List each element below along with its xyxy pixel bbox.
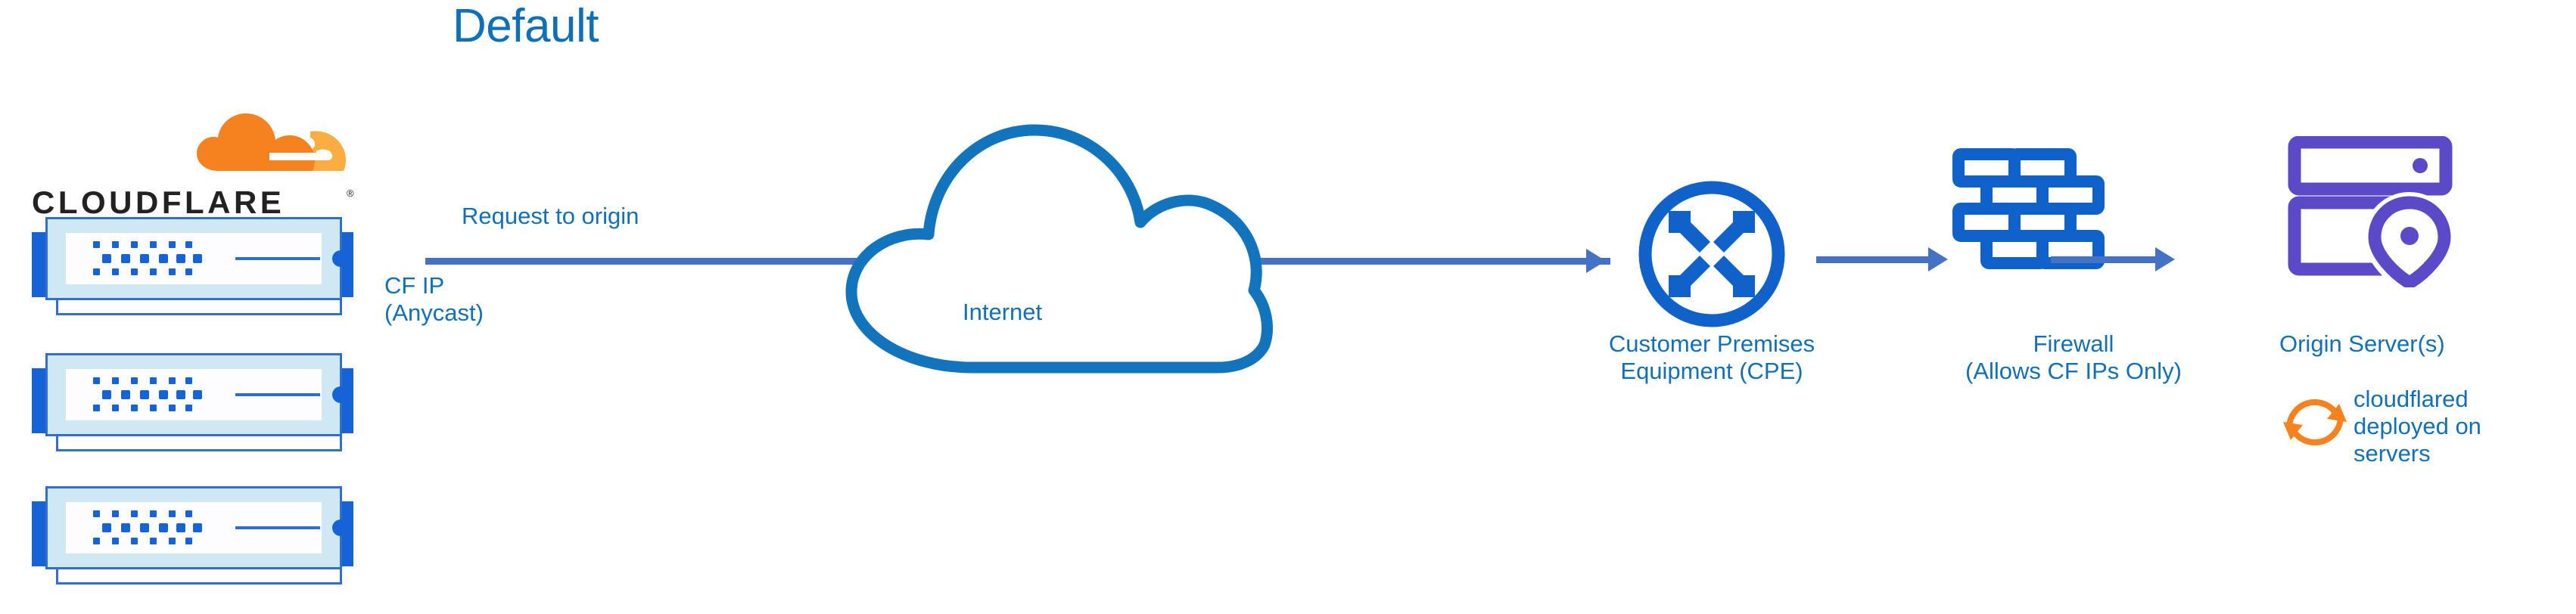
rack-body (45, 486, 349, 569)
rack-ear-left (32, 368, 48, 433)
page-title: Default (453, 0, 599, 52)
rack-status-line (235, 257, 320, 260)
cloudflare-cloud-logo-icon (197, 113, 347, 171)
rack-face (66, 233, 349, 284)
rack-face (66, 369, 349, 420)
cf-ip-anycast-label: CF IP (Anycast) (384, 272, 484, 326)
origin-server-label: Origin Server(s) (2279, 330, 2445, 357)
arrow-firewall-to-origin-line (2051, 256, 2157, 263)
router-four-arrows-icon (1638, 181, 1785, 327)
sync-arrows-icon (2283, 398, 2347, 446)
request-to-origin-label: Request to origin (462, 203, 639, 229)
cloudflared-label: cloudflared deployed on servers (2354, 386, 2481, 467)
firewall-label: Firewall (Allows CF IPs Only) (1965, 330, 2182, 384)
rack-face (66, 502, 349, 554)
rack-status-line (235, 526, 320, 529)
rack-vent-grid (93, 241, 202, 276)
arrow-cpe-to-firewall-line (1816, 256, 1930, 263)
brick-wall-icon (1952, 148, 2105, 269)
rack-body (45, 217, 349, 300)
rack-ear-left (32, 501, 48, 566)
arrow-edge-to-cpe-head (1586, 249, 1606, 273)
rack-power-led (332, 519, 349, 536)
rack-vent-grid (93, 377, 202, 412)
rack-power-led (332, 386, 349, 403)
cloudflare-edge-server-rack-1 (32, 216, 361, 323)
cloudflare-logo: CLOUDFLARE ® (15, 106, 371, 223)
arrow-firewall-to-origin-head (2155, 247, 2175, 271)
cloudflare-edge-server-rack-3 (32, 485, 361, 592)
rack-body (45, 353, 349, 436)
rack-status-line (235, 393, 320, 396)
cloudflare-wordmark: CLOUDFLARE ® (32, 185, 354, 219)
svg-text:CLOUDFLARE: CLOUDFLARE (32, 185, 285, 219)
svg-text:®: ® (347, 188, 354, 199)
rack-power-led (332, 250, 349, 267)
rack-ear-left (32, 232, 48, 297)
arrow-cpe-to-firewall-head (1928, 247, 1948, 271)
internet-label: Internet (963, 299, 1043, 325)
server-stack-pin-icon (2288, 136, 2456, 287)
cloudflare-edge-server-rack-2 (32, 352, 361, 459)
rack-vent-grid (93, 510, 202, 545)
internet-cloud-icon (845, 124, 1273, 374)
cpe-label: Customer Premises Equipment (CPE) (1608, 330, 1815, 384)
